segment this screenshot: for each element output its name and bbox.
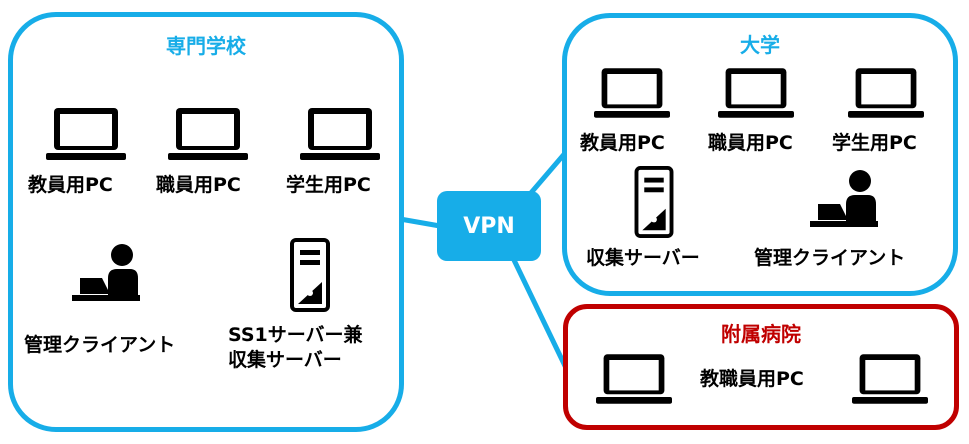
device-label: 職員用PC — [708, 132, 793, 154]
device-label: 教員用PC — [28, 174, 113, 196]
vpn-node: VPN — [437, 191, 541, 261]
device-label: 職員用PC — [156, 174, 241, 196]
group-title-senmon: 専門学校 — [166, 34, 246, 58]
device-label: SS1サーバー兼 — [228, 324, 363, 346]
laptop-icon — [46, 108, 126, 160]
admin-client-icon — [810, 170, 878, 227]
laptop-icon — [718, 68, 794, 118]
vpn-to-fuzoku-line — [511, 258, 569, 370]
laptop-icon — [168, 108, 248, 160]
group-title-fuzoku: 附属病院 — [721, 322, 801, 346]
device-label: 学生用PC — [286, 174, 371, 196]
device-label: 管理クライアント — [754, 247, 906, 269]
server-icon — [290, 238, 330, 312]
laptop-icon — [594, 68, 670, 118]
device-label: 管理クライアント — [24, 334, 176, 356]
vpn-to-senmon-line — [399, 216, 441, 229]
device-label: 教職員用PC — [700, 368, 804, 390]
admin-client-icon — [72, 244, 140, 301]
device-label: 収集サーバー — [586, 247, 700, 269]
vpn-to-daigaku-line — [528, 150, 568, 196]
group-daigaku — [562, 13, 958, 296]
device-label: 学生用PC — [832, 132, 917, 154]
group-senmon — [8, 12, 404, 432]
device-label: 教員用PC — [580, 132, 665, 154]
device-label: 収集サーバー — [228, 349, 342, 371]
laptop-icon — [852, 354, 928, 404]
group-title-daigaku: 大学 — [740, 33, 780, 57]
laptop-icon — [848, 68, 924, 118]
laptop-icon — [300, 108, 380, 160]
server-icon — [634, 166, 674, 238]
laptop-icon — [596, 354, 672, 404]
